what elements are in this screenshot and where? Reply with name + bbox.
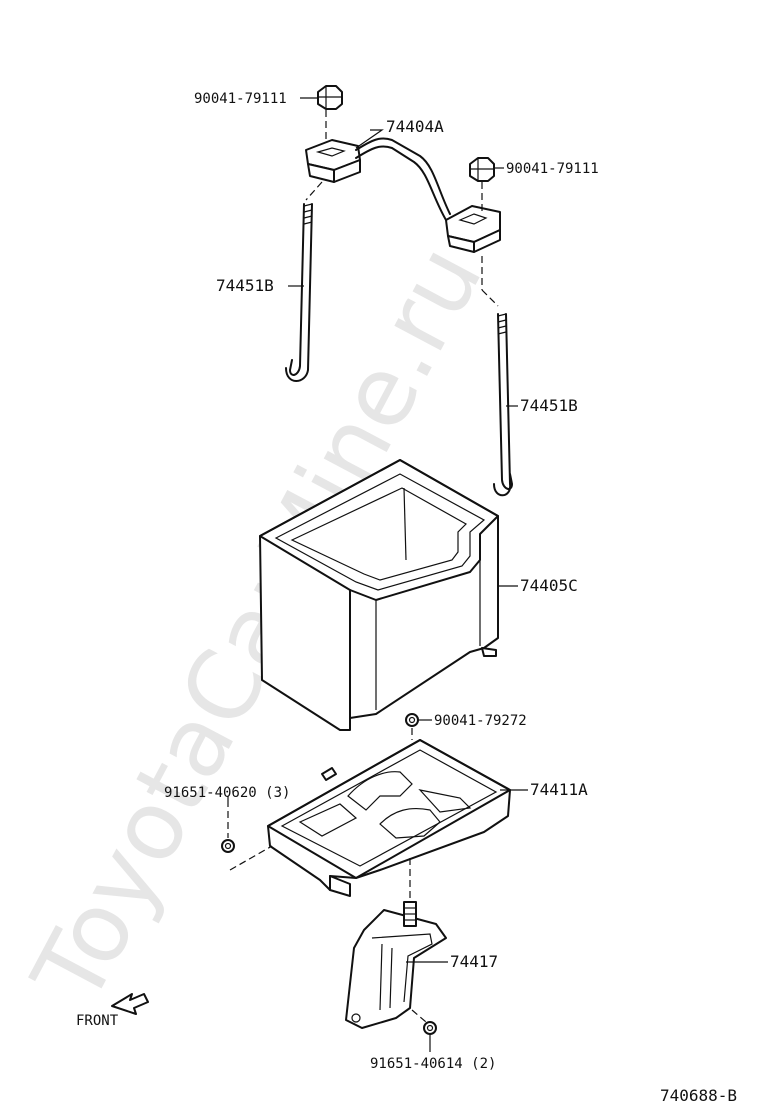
- callout-clamp: 74404A: [386, 117, 444, 136]
- bolt-tray: [221, 839, 235, 853]
- battery-tray: [267, 739, 511, 897]
- front-arrow-icon: [111, 993, 149, 1015]
- callout-tray: 74411A: [530, 780, 588, 799]
- callout-bracket: 74417: [450, 952, 498, 971]
- diagram-code: 740688-B: [660, 1086, 737, 1105]
- callout-battery-box: 74405C: [520, 576, 578, 595]
- hook-rod-right: [493, 313, 513, 497]
- nut-top-left: [317, 85, 343, 110]
- callout-nut-top-left: 90041-79111: [194, 91, 287, 107]
- front-label: FRONT: [76, 1013, 119, 1029]
- nut-top-right: [469, 157, 495, 182]
- battery-box: [259, 459, 499, 731]
- bolt-bracket: [423, 1021, 437, 1035]
- nut-tray: [405, 713, 419, 727]
- callout-nut-tray: 90041-79272: [434, 713, 527, 729]
- tray-bracket: [345, 901, 447, 1029]
- battery-clamp: [305, 137, 501, 253]
- callout-bolt-bracket: 91651-40614 (2): [370, 1056, 496, 1072]
- hook-rod-left: [285, 203, 313, 382]
- callout-nut-top-right: 90041-79111: [506, 161, 599, 177]
- callout-rod-left: 74451B: [216, 276, 274, 295]
- callout-bolt-tray: 91651-40620 (3): [164, 785, 290, 801]
- callout-rod-right: 74451B: [520, 396, 578, 415]
